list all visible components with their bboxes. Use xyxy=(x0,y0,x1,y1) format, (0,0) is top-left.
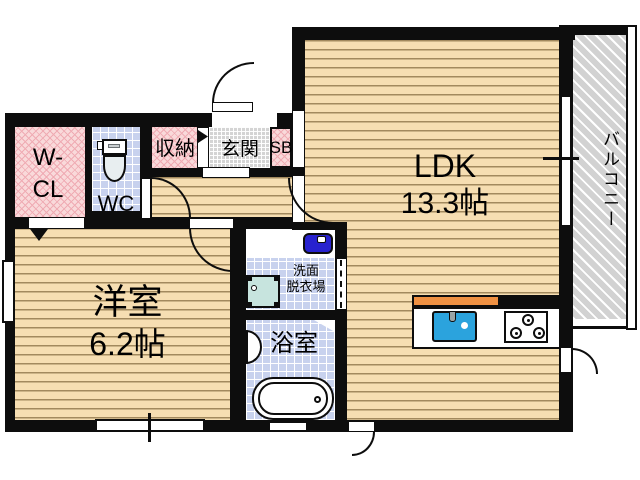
front-door-leaf xyxy=(212,102,253,112)
wall-kitchen-bar xyxy=(498,295,563,307)
western-room-area: 6.2帖 xyxy=(89,325,166,362)
ldk-area: 13.3帖 xyxy=(400,187,490,221)
toilet-tank-slot xyxy=(108,144,120,148)
wcl-line1: W- xyxy=(32,144,64,171)
bathroom-label: 浴室 xyxy=(270,330,318,357)
washroom-line1: 洗面 xyxy=(292,263,319,278)
washbasin-corner-br xyxy=(274,302,280,308)
washing-machine-lid xyxy=(317,236,326,243)
balcony-bottom-line xyxy=(573,326,637,329)
shoe-box-label: SB xyxy=(269,138,293,157)
entrance-floor xyxy=(209,127,270,168)
wall-ldk-top xyxy=(293,27,575,40)
ldk-label: LDK 13.3帖 xyxy=(355,147,535,223)
entrance-step-band xyxy=(202,167,250,178)
balcony-railing xyxy=(626,25,637,330)
wc-label: WC xyxy=(97,191,135,216)
bathroom-window xyxy=(268,421,308,432)
wall-entry-column-upper xyxy=(292,27,305,112)
entrance-step-triangle xyxy=(198,130,208,143)
front-door-arc xyxy=(212,62,254,103)
stove-burner-left-dot xyxy=(515,332,518,335)
western-window-tick xyxy=(148,413,151,442)
kitchen-counter-bar xyxy=(412,295,500,307)
stove-burner-top-dot xyxy=(527,319,530,322)
washroom-sliding-door-dash xyxy=(340,260,342,308)
washroom-line2: 脱衣場 xyxy=(286,279,326,295)
balcony-floor xyxy=(573,33,626,319)
balcony-window xyxy=(560,95,572,227)
wc-door-leaf xyxy=(141,178,151,219)
kitchen-sink-dot xyxy=(461,322,468,329)
western-room-name: 洋室 xyxy=(92,283,163,322)
stove-burner-left xyxy=(510,327,522,339)
shoe-box xyxy=(270,127,292,168)
wall-under-shoebox xyxy=(248,168,305,177)
wall-washroom-right xyxy=(335,222,347,432)
stove-icon xyxy=(504,311,548,343)
walk-in-closet-label: W- CL xyxy=(17,142,79,207)
wall-under-wc xyxy=(85,211,152,221)
western-room-label: 洋室 6.2帖 xyxy=(35,282,220,364)
western-left-window xyxy=(2,260,15,323)
storage-floor xyxy=(152,127,197,168)
bathtub-drain xyxy=(314,396,321,403)
wcl-line2: CL xyxy=(32,176,64,204)
balcony-label: バルコニー xyxy=(600,129,619,230)
back-door-leaf xyxy=(348,421,375,432)
balcony-bottom-strip xyxy=(573,319,626,327)
washbasin-faucet-dot xyxy=(251,285,257,291)
front-door-opening xyxy=(212,108,277,127)
kitchen-faucet-icon xyxy=(449,311,456,322)
stove-burner-right xyxy=(533,327,545,339)
wall-western-right xyxy=(230,217,246,432)
entry-side-window xyxy=(292,110,305,168)
wall-wcl-wc xyxy=(85,127,92,218)
washroom-label: 洗面 脱衣場 xyxy=(279,263,333,296)
western-room-floor xyxy=(15,228,230,420)
walk-in-closet-floor xyxy=(15,127,85,217)
stove-burner-top xyxy=(522,314,534,326)
wall-nook-top xyxy=(305,222,347,230)
back-door-arc xyxy=(352,432,375,456)
wall-bath-divider xyxy=(246,310,347,320)
stove-burner-right-dot xyxy=(538,332,541,335)
entrance-label: 玄関 xyxy=(220,139,259,160)
toilet-bowl-icon xyxy=(103,155,126,182)
ldk-floor xyxy=(305,40,561,420)
wcl-sliding-door xyxy=(28,217,85,229)
balcony-window-tick xyxy=(543,157,579,160)
washbasin-corner-tl xyxy=(246,275,252,281)
storage-label: 収納 xyxy=(155,138,195,160)
wall-under-storage xyxy=(140,168,202,177)
service-door-leaf xyxy=(560,347,572,373)
service-door-arc xyxy=(572,348,598,374)
washbasin-corner-bl xyxy=(246,302,252,308)
wall-balcony-top xyxy=(559,25,626,35)
washbasin-corner-tr xyxy=(274,275,280,281)
ldk-name: LDK xyxy=(413,148,477,184)
